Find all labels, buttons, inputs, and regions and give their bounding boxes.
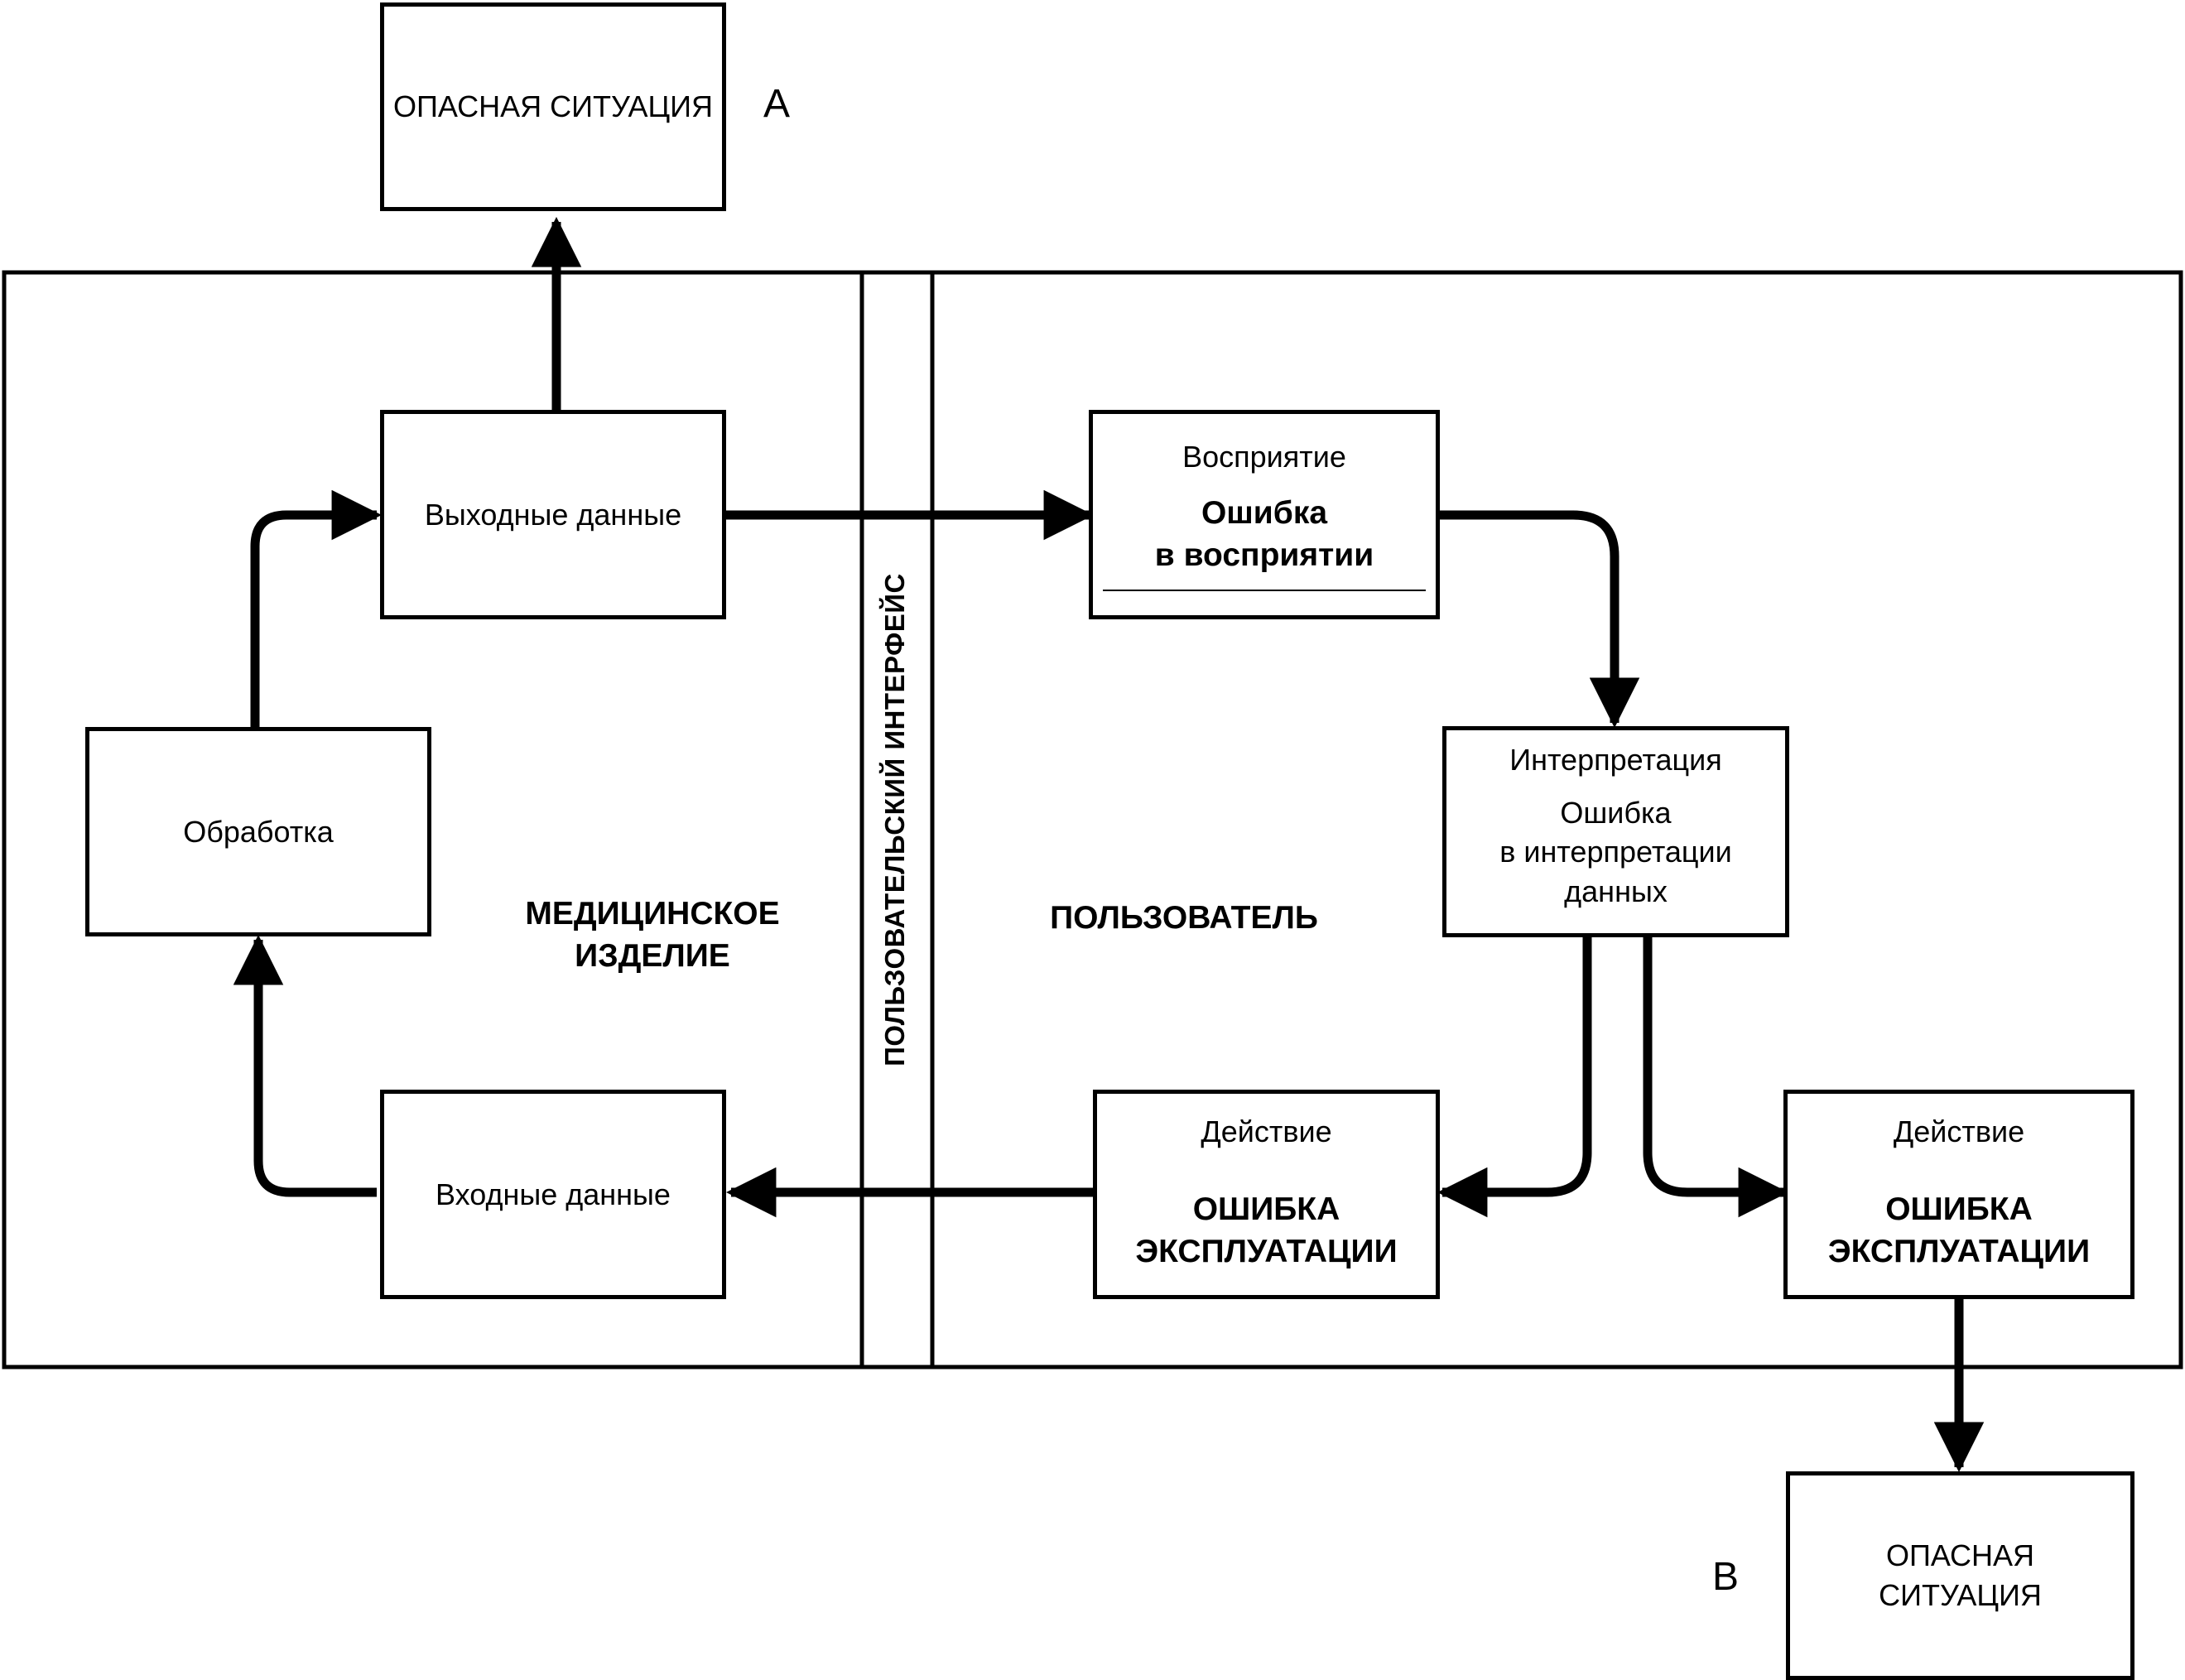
user-interface-label: ПОЛЬЗОВАТЕЛЬСКИЙ ИНТЕРФЕЙС xyxy=(879,573,911,1066)
interpretation-error-line2: в интерпретации xyxy=(1499,835,1732,869)
arrow-interpretation-to-action-left xyxy=(1437,937,1592,1218)
action-right-box: Действие ОШИБКА ЭКСПЛУАТАЦИИ xyxy=(1783,1090,2134,1299)
hazard-situation-b-line1: ОПАСНАЯ xyxy=(1885,1538,2035,1573)
interpretation-error-line1: Ошибка xyxy=(1560,795,1672,830)
perception-box: Восприятие Ошибка в восприятии xyxy=(1089,410,1440,619)
processing-label: Обработка xyxy=(183,814,334,849)
action-left-error-line1: ОШИБКА xyxy=(1192,1191,1340,1227)
action-left-error-line2: ЭКСПЛУАТАЦИИ xyxy=(1135,1233,1398,1269)
arrow-processing-to-output xyxy=(250,489,383,727)
hazard-situation-b-box: ОПАСНАЯ СИТУАЦИЯ xyxy=(1786,1471,2134,1680)
action-left-box: Действие ОШИБКА ЭКСПЛУАТАЦИИ xyxy=(1093,1090,1440,1299)
medical-device-label-line2: ИЗДЕЛИЕ xyxy=(575,938,730,975)
user-region-label: ПОЛЬЗОВАТЕЛЬ xyxy=(1050,900,1318,936)
medical-device-label-line1: МЕДИЦИНСКОЕ xyxy=(525,896,780,931)
perception-error-line1: Ошибка xyxy=(1201,494,1328,531)
perception-underline xyxy=(1103,590,1426,592)
perception-error-line2: в восприятии xyxy=(1154,537,1374,573)
input-data-box: Входные данные xyxy=(380,1090,726,1299)
user-frame xyxy=(930,270,2183,1370)
arrow-perception-to-interpretation xyxy=(1440,510,1640,729)
arrow-interpretation-to-action-right xyxy=(1643,937,1789,1218)
medical-device-region-label: МЕДИЦИНСКОЕ ИЗДЕЛИЕ xyxy=(487,893,818,978)
output-data-box: Выходные данные xyxy=(380,410,726,619)
action-right-error-line2: ЭКСПЛУАТАЦИИ xyxy=(1827,1233,2091,1269)
arrow-input-to-processing xyxy=(233,934,377,1197)
interpretation-error-line3: данных xyxy=(1564,874,1668,908)
hazard-situation-b-line2: СИТУАЦИЯ xyxy=(1879,1578,2042,1612)
interpretation-title: Интерпретация xyxy=(1509,743,1722,777)
action-left-title: Действие xyxy=(1201,1114,1332,1148)
perception-title: Восприятие xyxy=(1182,440,1346,474)
marker-a: А xyxy=(763,82,791,126)
hazard-situation-a-box: ОПАСНАЯ СИТУАЦИЯ xyxy=(380,2,726,211)
action-right-title: Действие xyxy=(1893,1114,2025,1148)
marker-b: В xyxy=(1712,1555,1740,1599)
interpretation-box: Интерпретация Ошибка в интерпретации дан… xyxy=(1442,726,1789,937)
user-interface-strip: ПОЛЬЗОВАТЕЛЬСКИЙ ИНТЕРФЕЙС xyxy=(858,272,932,1367)
processing-box: Обработка xyxy=(85,727,431,936)
action-right-error-line1: ОШИБКА xyxy=(1885,1191,2033,1227)
hazard-situation-a-label: ОПАСНАЯ СИТУАЦИЯ xyxy=(393,89,713,124)
input-data-label: Входные данные xyxy=(436,1177,671,1211)
output-data-label: Выходные данные xyxy=(424,497,682,532)
